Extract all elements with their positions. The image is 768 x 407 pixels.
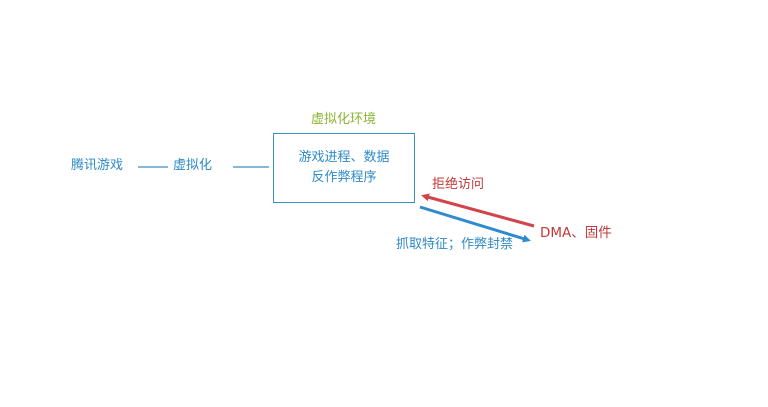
capture-ban-label: 抓取特征；作弊封禁 (396, 237, 514, 252)
environment-line-2: 反作弊程序 (311, 170, 377, 185)
source-label: 腾讯游戏 (71, 158, 124, 173)
environment-line-1: 游戏进程、数据 (298, 150, 390, 165)
environment-title: 虚拟化环境 (311, 112, 377, 127)
virtualize-label: 虚拟化 (173, 158, 213, 173)
capture-arrow (419, 205, 531, 243)
virtual-environment-box: 游戏进程、数据 反作弊程序 (273, 133, 415, 203)
reject-arrow (421, 193, 535, 228)
reject-access-label: 拒绝访问 (432, 177, 485, 192)
dma-firmware-label: DMA、固件 (540, 225, 612, 241)
